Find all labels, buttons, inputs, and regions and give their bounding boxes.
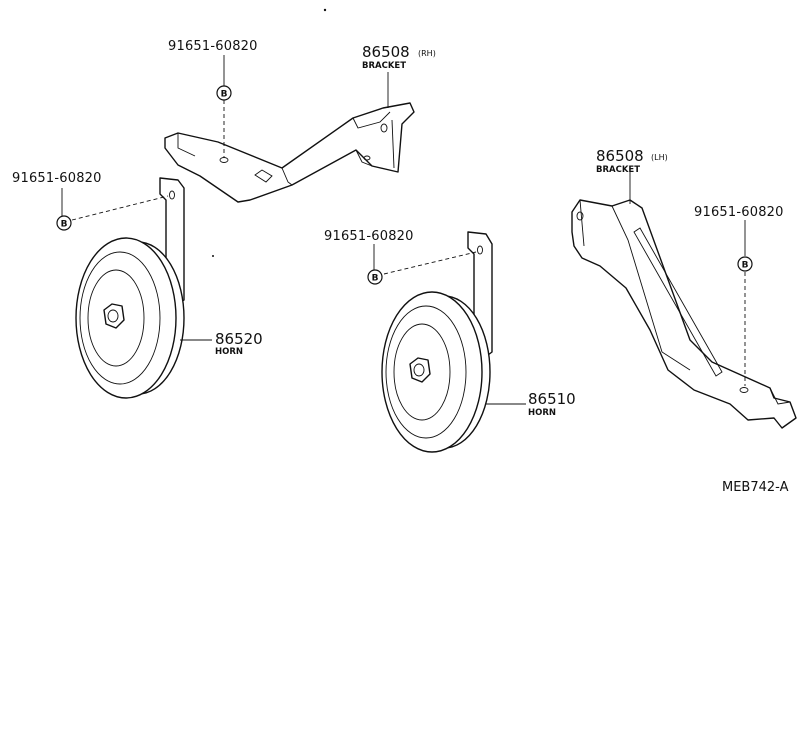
bolt-badge-mid: B (367, 269, 383, 285)
bracket-rh-side: (RH) (418, 49, 436, 58)
svg-text:B: B (372, 274, 379, 284)
bolt-rh-top-part-number: 91651-60820 (168, 39, 258, 54)
horn-left-name: HORN (215, 347, 243, 357)
bolt-badge-rh-top: B (216, 85, 232, 101)
bracket-lh-name: BRACKET (596, 165, 640, 175)
bracket-lh-part-number: 86508 (596, 147, 644, 165)
bracket-rh-drawing (164, 102, 415, 203)
bracket-lh-side: (LH) (651, 153, 668, 162)
bracket-rh-name: BRACKET (362, 61, 406, 71)
horn-mid-name: HORN (528, 408, 556, 418)
horn-mid-drawing (381, 231, 493, 453)
horn-left-drawing (75, 177, 185, 399)
horn-left-part-number: 86520 (215, 330, 263, 348)
leader-lines (61, 55, 746, 405)
bolt-mid-part-number: 91651-60820 (324, 229, 414, 244)
bolt-badge-lh: B (737, 256, 753, 272)
svg-text:B: B (221, 90, 228, 100)
bolt-badge-left: B (56, 215, 72, 231)
bracket-lh-drawing (571, 199, 797, 429)
svg-text:B: B (742, 261, 749, 271)
bolt-left-part-number: 91651-60820 (12, 171, 102, 186)
diagram-code: MEB742-A (722, 480, 789, 495)
bolt-lh-part-number: 91651-60820 (694, 205, 784, 220)
bracket-rh-part-number: 86508 (362, 43, 410, 61)
svg-text:B: B (61, 220, 68, 230)
horn-mid-part-number: 86510 (528, 390, 576, 408)
